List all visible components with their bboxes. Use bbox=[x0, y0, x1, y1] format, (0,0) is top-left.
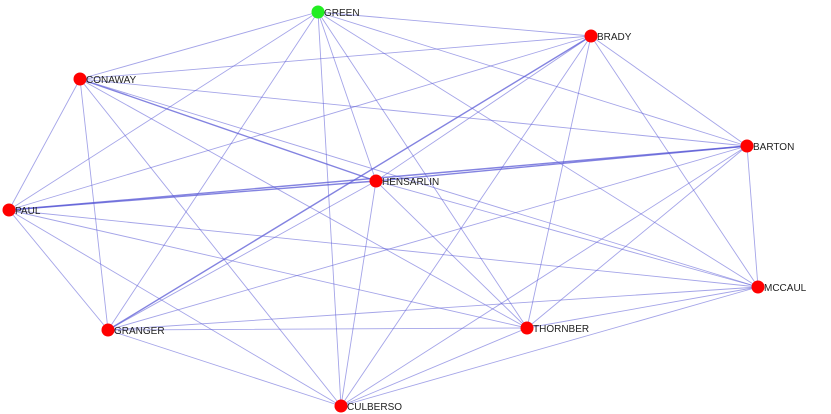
node-paul-marker[interactable] bbox=[2, 203, 16, 217]
edge-paul-culberso bbox=[8, 209, 342, 407]
node-barton-label: BARTON bbox=[753, 142, 794, 153]
edge-conaway-thornber bbox=[79, 78, 528, 329]
node-green[interactable]: GREEN bbox=[311, 5, 360, 20]
edge-green-brady bbox=[317, 11, 592, 37]
edge-barton-granger bbox=[107, 145, 748, 331]
node-barton-marker[interactable] bbox=[740, 139, 754, 153]
edge-granger-culberso bbox=[107, 329, 342, 407]
edge-green-hensarlin bbox=[317, 11, 377, 182]
edge-green-paul bbox=[8, 11, 319, 211]
edge-brady-culberso bbox=[340, 35, 592, 407]
edge-mccaul-culberso bbox=[340, 286, 759, 407]
node-culberso-marker[interactable] bbox=[334, 399, 348, 413]
edge-granger-thornber bbox=[107, 327, 528, 331]
edge-hensarlin-granger bbox=[107, 180, 377, 331]
edge-brady-mccaul bbox=[590, 35, 759, 288]
edge-mccaul-granger bbox=[107, 286, 759, 331]
node-mccaul[interactable]: MCCAUL bbox=[751, 280, 807, 295]
node-mccaul-marker[interactable] bbox=[751, 280, 765, 294]
edge-conaway-mccaul bbox=[79, 78, 759, 288]
node-mccaul-label: MCCAUL bbox=[764, 283, 807, 294]
node-green-marker[interactable] bbox=[311, 5, 325, 19]
node-brady-label: BRADY bbox=[597, 32, 632, 43]
node-layer: GREEN BRADY CONAWAY BARTON HENSARLIN PAUL MCCA… bbox=[2, 5, 807, 414]
edge-layer bbox=[8, 11, 759, 407]
edge-thornber-culberso bbox=[340, 327, 528, 407]
edge-brady-thornber bbox=[526, 35, 592, 329]
edge-conaway-paul bbox=[8, 78, 81, 211]
node-granger-marker[interactable] bbox=[101, 323, 115, 337]
edge-brady-conaway bbox=[79, 35, 592, 80]
edge-mccaul-thornber bbox=[526, 286, 759, 329]
node-brady[interactable]: BRADY bbox=[584, 29, 632, 44]
edge-green-culberso bbox=[317, 11, 342, 407]
node-granger[interactable]: GRANGER bbox=[101, 323, 165, 338]
edge-conaway-barton bbox=[79, 78, 748, 147]
node-thornber-marker[interactable] bbox=[520, 321, 534, 335]
edge-brady-hensarlin bbox=[375, 35, 592, 182]
edge-barton-thornber bbox=[526, 145, 748, 329]
node-culberso-label: CULBERSO bbox=[347, 402, 402, 413]
edge-brady-barton bbox=[590, 35, 748, 147]
edge-green-barton bbox=[317, 11, 748, 147]
edge-barton-culberso bbox=[340, 145, 748, 407]
node-conaway[interactable]: CONAWAY bbox=[73, 72, 137, 87]
node-paul-label: PAUL bbox=[15, 206, 41, 217]
node-hensarlin-marker[interactable] bbox=[369, 174, 383, 188]
node-brady-marker[interactable] bbox=[584, 29, 598, 43]
edge-hensarlin-paul bbox=[8, 180, 377, 211]
node-paul[interactable]: PAUL bbox=[2, 203, 41, 218]
edge-conaway-culberso bbox=[79, 78, 342, 407]
node-conaway-marker[interactable] bbox=[73, 72, 87, 86]
edge-hensarlin-mccaul bbox=[375, 180, 759, 288]
edge-hensarlin-culberso bbox=[340, 180, 377, 407]
edge-conaway-hensarlin bbox=[79, 78, 377, 182]
node-conaway-label: CONAWAY bbox=[86, 75, 137, 86]
node-hensarlin[interactable]: HENSARLIN bbox=[369, 174, 440, 189]
edge-brady-paul bbox=[8, 35, 592, 211]
node-culberso[interactable]: CULBERSO bbox=[334, 399, 403, 414]
edge-paul-mccaul bbox=[8, 209, 759, 288]
node-green-label: GREEN bbox=[324, 8, 360, 19]
edge-green-granger bbox=[107, 11, 319, 331]
edge-green-thornber bbox=[317, 11, 528, 329]
edge-green-mccaul bbox=[317, 11, 759, 288]
node-thornber-label: THORNBER bbox=[533, 324, 589, 335]
node-barton[interactable]: BARTON bbox=[740, 139, 795, 154]
edge-barton-mccaul bbox=[746, 145, 759, 288]
edge-conaway-granger bbox=[79, 78, 109, 331]
node-granger-label: GRANGER bbox=[114, 326, 165, 337]
node-hensarlin-label: HENSARLIN bbox=[382, 177, 439, 188]
edge-paul-granger bbox=[8, 209, 109, 331]
edge-green-conaway bbox=[79, 11, 319, 80]
node-thornber[interactable]: THORNBER bbox=[520, 321, 590, 336]
